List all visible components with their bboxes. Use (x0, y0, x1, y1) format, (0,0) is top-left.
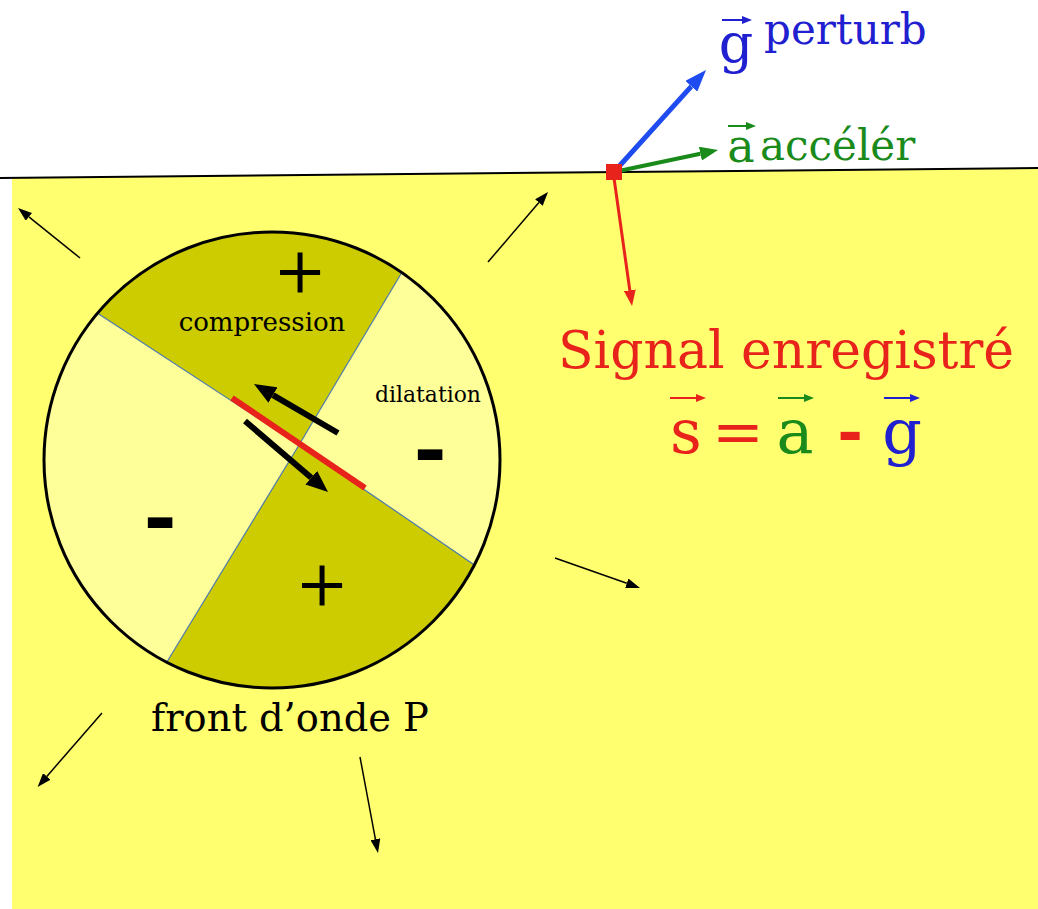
sector-label: dilatation (375, 384, 481, 406)
sector-label: - (413, 408, 446, 488)
compression-sector: + compression (165, 235, 360, 340)
dilatation-sector: dilatation- (372, 365, 492, 480)
formula-operator: = (712, 401, 764, 463)
surface-line (0, 168, 1038, 178)
vector-name: accélér (760, 125, 915, 167)
acceleration-arrow (614, 154, 700, 172)
ground (12, 168, 1038, 909)
sector-label: compression (179, 309, 346, 335)
compression-sector: + (280, 548, 365, 620)
wave-arrows (29, 203, 627, 840)
vector-symbol: a (727, 123, 754, 169)
nodal-plane (167, 445, 299, 662)
sector-label: - (143, 476, 176, 556)
dilatation-sector: - (120, 485, 200, 545)
signal-title: Signal enregistré (558, 324, 1014, 376)
sector-fill (44, 313, 299, 662)
sector-label: + (295, 551, 349, 615)
formula-symbol: g (882, 401, 922, 463)
formula-operator: - (837, 401, 863, 463)
sphere-outline (44, 232, 500, 688)
formula-symbol: a (777, 401, 814, 463)
sensor (606, 164, 622, 180)
nodal-plane (299, 445, 474, 565)
signal-arrow (614, 178, 630, 290)
wavefront-label: front d’onde P (151, 699, 429, 737)
vector-name: perturb (764, 9, 927, 51)
formula-symbol: s (670, 401, 702, 463)
sector-label: + (273, 238, 327, 302)
vector-symbol: g (719, 17, 754, 71)
focal-sphere: front d’onde P+compressiondilatation--+ (44, 232, 500, 688)
